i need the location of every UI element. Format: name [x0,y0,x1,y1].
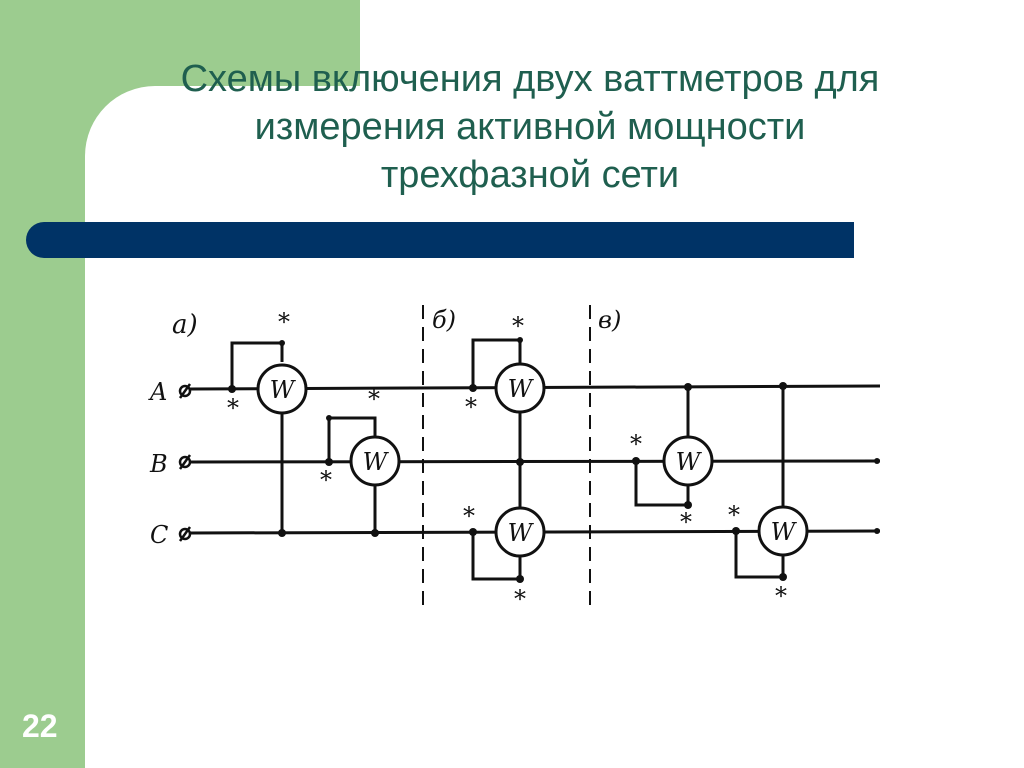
line-phase-b [189,459,881,464]
panel-label-c: в) [598,306,621,334]
input-terminals [178,383,192,542]
title-underline-bar [26,222,854,258]
wattmeter-b2: W [494,506,546,558]
mark-a2-voltage: * [368,385,380,413]
generator-marks: * * * * * * * * * * * * [227,308,787,613]
left-decor-band [0,0,85,768]
phase-label-a: A [148,378,167,406]
wattmeter-b1: W [494,362,546,414]
mark-c1-current: * [630,430,642,458]
mark-a2-current: * [320,466,332,494]
wattmeter-c1-label: W [676,448,703,476]
phase-label-c: C [150,521,168,549]
wattmeter-c1: W [662,435,714,487]
terminal-a-slash [178,383,192,399]
panel-label-a: а) [172,310,198,340]
terminal-c-slash [178,526,192,542]
mark-b2-current: * [463,502,475,530]
wattmeter-a2-label: W [363,448,390,476]
wattmeter-c2-label: W [771,518,798,546]
mark-a1-voltage: * [278,308,290,336]
junction-dots [228,337,787,583]
mark-b1-current: * [465,393,477,421]
wattmeter-c2: W [757,505,809,557]
mark-b2-voltage: * [514,585,526,613]
mark-b1-voltage: * [512,312,524,340]
line-end-marks [874,458,880,534]
terminal-b-slash [178,454,192,470]
mark-c2-current: * [728,501,740,529]
mark-c2-voltage: * [775,582,787,610]
panel-label-b: б) [432,306,456,334]
decor-curve-mask [85,86,225,226]
wattmeter-b1-label: W [508,375,535,403]
mark-c1-voltage: * [680,508,692,536]
title-line-2: измерения активной мощности [254,106,806,148]
mark-a1-current: * [227,394,239,422]
phase-label-b: B [149,450,168,478]
wattmeter-a1: W [256,363,308,415]
top-decor-band [85,0,360,86]
title-line-1: Схемы включения двух ваттметров для [180,58,880,100]
title-line-3: трехфазной сети [380,154,680,196]
wattmeter-a1-label: W [270,376,297,404]
terminal-a [178,384,192,398]
panel-c-wiring [634,386,785,579]
wattmeter-a2: W [349,435,401,487]
wattmeter-b2-label: W [508,519,535,547]
slide-title: Схемы включения двух ваттметров для изме… [100,55,960,199]
panel-a-wiring [230,341,377,533]
terminal-c [178,527,192,541]
page-number: 22 [22,708,58,744]
